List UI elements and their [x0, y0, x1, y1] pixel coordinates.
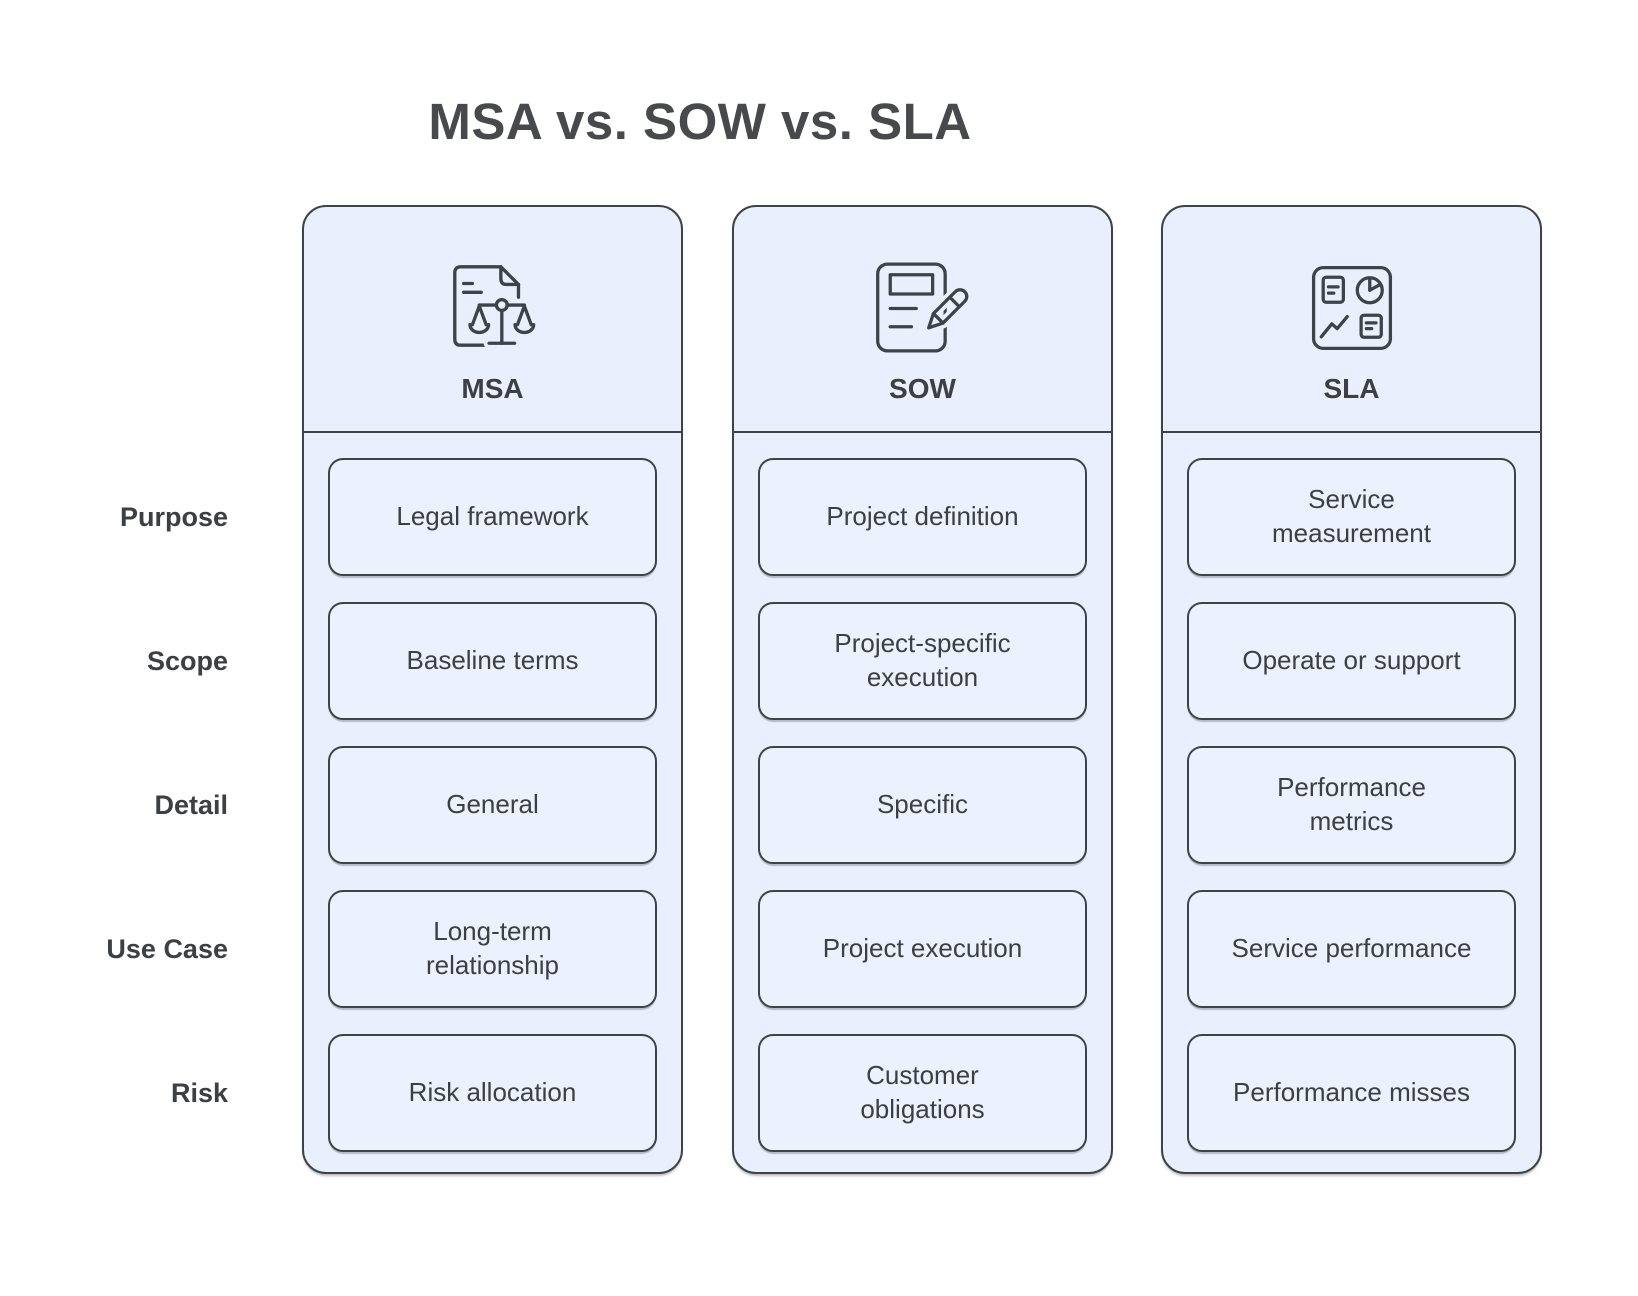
- sla-scope-cell: Operate or support: [1187, 602, 1516, 720]
- row-label-risk: Risk: [170, 1078, 228, 1108]
- msa-column: MSA Legal framework Baseline terms Gener…: [302, 205, 683, 1174]
- sow-use-case-cell: Project execution: [758, 890, 1087, 1008]
- msa-column-header: MSA: [304, 207, 681, 433]
- sow-column-title: SOW: [889, 373, 956, 404]
- sow-purpose-cell: Project definition: [758, 458, 1087, 576]
- msa-risk-cell: Risk allocation: [328, 1034, 657, 1152]
- sla-risk-cell: Performance misses: [1187, 1034, 1516, 1152]
- sla-column: SLA Service measurement Operate or suppo…: [1161, 205, 1542, 1174]
- page-title: MSA vs. SOW vs. SLA: [428, 93, 972, 150]
- contract-scales-icon: [444, 258, 542, 361]
- sla-column-body: Service measurement Operate or support P…: [1163, 433, 1540, 1176]
- sow-column: SOW Project definition Project-specific …: [732, 205, 1113, 1174]
- sla-column-title: SLA: [1323, 373, 1380, 404]
- sow-scope-cell: Project-specific execution: [758, 602, 1087, 720]
- msa-column-body: Legal framework Baseline terms General L…: [304, 433, 681, 1176]
- document-pencil-icon: [870, 259, 976, 361]
- sow-column-body: Project definition Project-specific exec…: [734, 433, 1111, 1176]
- sow-risk-cell: Customer obligations: [758, 1034, 1087, 1152]
- row-label-use-case: Use Case: [106, 934, 228, 964]
- msa-column-title: MSA: [461, 373, 524, 404]
- sla-column-header: SLA: [1163, 207, 1540, 433]
- sla-detail-cell: Performance metrics: [1187, 746, 1516, 864]
- row-label-scope: Scope: [146, 646, 228, 676]
- msa-purpose-cell: Legal framework: [328, 458, 657, 576]
- sla-purpose-cell: Service measurement: [1187, 458, 1516, 576]
- metrics-dashboard-icon: [1304, 260, 1400, 361]
- row-label-detail: Detail: [154, 790, 228, 820]
- msa-detail-cell: General: [328, 746, 657, 864]
- row-label-purpose: Purpose: [119, 502, 228, 532]
- sow-column-header: SOW: [734, 207, 1111, 433]
- msa-use-case-cell: Long-term relationship: [328, 890, 657, 1008]
- msa-scope-cell: Baseline terms: [328, 602, 657, 720]
- sow-detail-cell: Specific: [758, 746, 1087, 864]
- sla-use-case-cell: Service performance: [1187, 890, 1516, 1008]
